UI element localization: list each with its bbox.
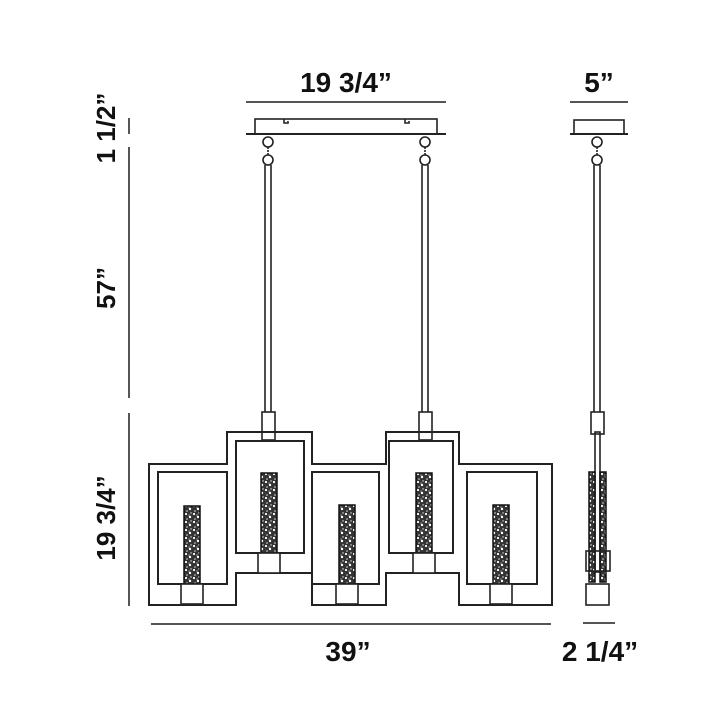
rod-cap-right	[418, 411, 433, 441]
canopy-depth-label: 5”	[584, 67, 614, 98]
side-elevation	[570, 119, 628, 606]
dimension-top-depth: 5”	[570, 67, 628, 103]
front-elevation	[148, 118, 553, 606]
dimension-canopy-height: 1 1/2”	[91, 93, 130, 164]
side-crystal-left	[588, 471, 596, 583]
socket-4	[412, 552, 436, 574]
side-rod-cap	[590, 411, 605, 435]
suspension-left	[261, 136, 276, 441]
dimension-top-width: 19 3/4”	[246, 67, 446, 103]
side-socket-upper	[585, 550, 611, 572]
canopy-slot-left	[283, 119, 289, 124]
socket-1	[180, 583, 204, 605]
side-canopy	[573, 119, 625, 135]
socket-5	[489, 583, 513, 605]
crystal-cylinder-2	[260, 472, 278, 554]
loop-icon	[591, 154, 603, 166]
socket-2	[257, 552, 281, 574]
rod-length-label: 57”	[91, 267, 121, 309]
side-socket-lower	[585, 583, 610, 606]
fixture-width-label: 39”	[325, 636, 370, 667]
dimension-fixture-height: 19 3/4”	[91, 413, 130, 606]
fixture-height-label: 19 3/4”	[91, 475, 121, 560]
loop-icon	[262, 136, 274, 148]
side-crystal-right	[599, 471, 607, 583]
dimension-fixture-depth: 2 1/4”	[562, 622, 638, 667]
canopy-slot-right	[404, 119, 410, 124]
canopy	[246, 118, 446, 135]
crystal-cylinder-3	[338, 504, 356, 585]
loop-icon	[591, 136, 603, 148]
fixture-depth-label: 2 1/4”	[562, 636, 638, 667]
loop-icon	[419, 136, 431, 148]
crystal-cylinder-1	[183, 505, 201, 585]
loop-icon	[419, 154, 431, 166]
suspension-right	[418, 136, 433, 441]
crystal-cylinder-4	[415, 472, 433, 554]
loop-icon	[262, 154, 274, 166]
crystal-cylinder-5	[492, 504, 510, 585]
canopy-height-label: 1 1/2”	[91, 93, 121, 164]
socket-3	[335, 583, 359, 605]
dimension-rod-length: 57”	[91, 147, 130, 398]
canopy-width-label: 19 3/4”	[300, 67, 392, 98]
dimension-fixture-width: 39”	[151, 623, 551, 667]
rod-cap-left	[261, 411, 276, 441]
